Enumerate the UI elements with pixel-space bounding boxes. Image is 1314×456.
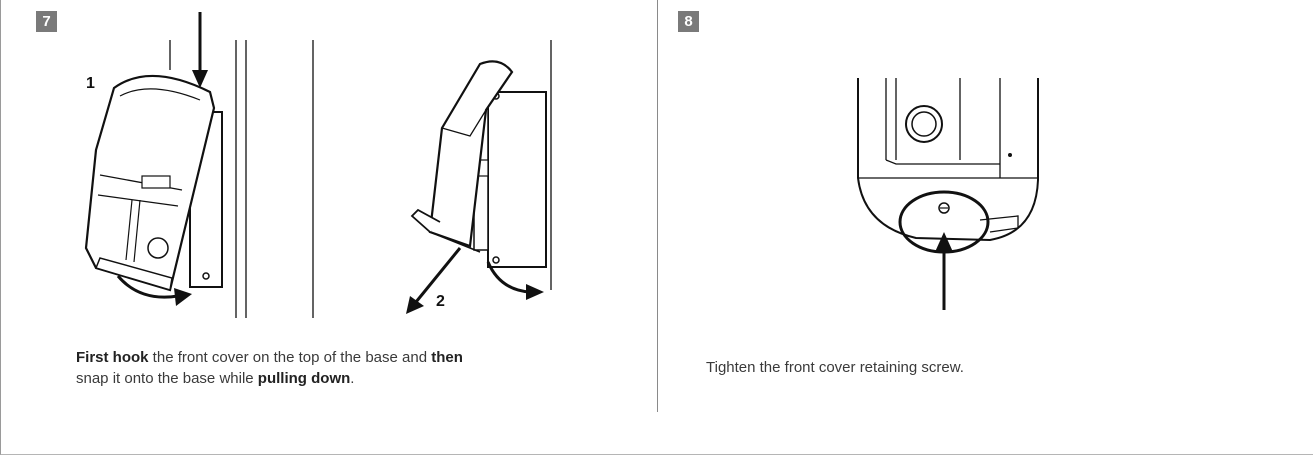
caption-bold-then: then [431, 349, 463, 366]
caption-bold-pulling-down: pulling down [257, 370, 351, 387]
step-number-badge: 8 [678, 11, 699, 32]
callout-label-1: 1 [86, 75, 95, 92]
callout-label-2: 2 [436, 293, 445, 310]
step-8-illustration [857, 78, 1039, 310]
step-7-illustration: 1 2 [84, 12, 552, 318]
step-number-badge: 7 [36, 11, 57, 32]
step-7-caption: First hook the front cover on the top of… [76, 349, 463, 387]
step-8-caption: Tighten the front cover retaining screw. [706, 359, 964, 376]
panel-divider [657, 0, 658, 412]
caption-bold-first-hook: First hook [76, 349, 149, 366]
